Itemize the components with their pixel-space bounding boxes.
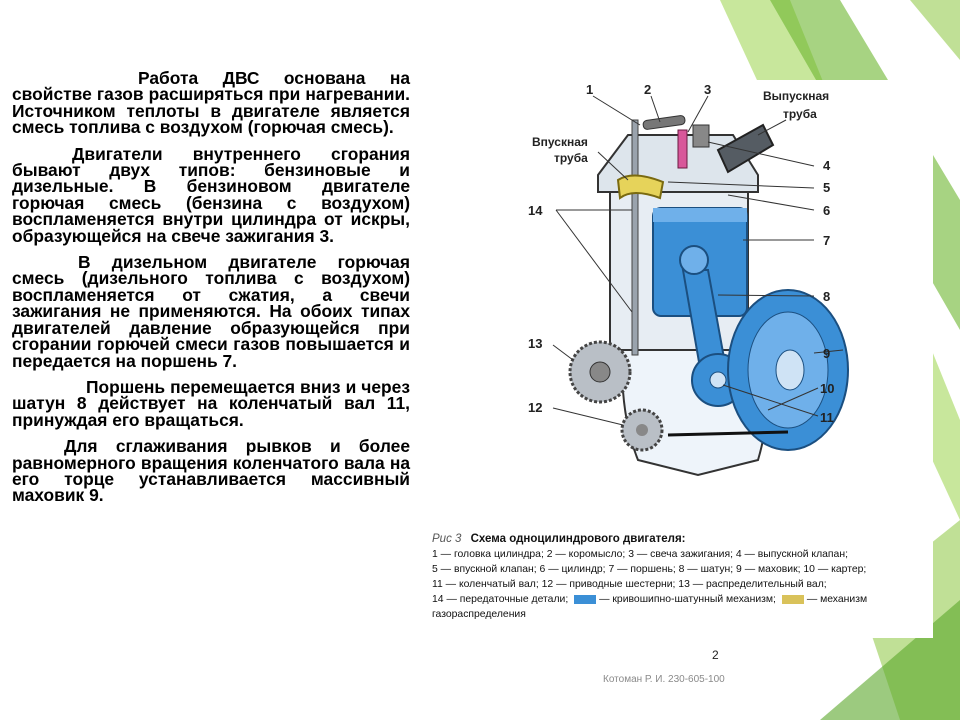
caption-line-4: 14 — передаточные детали; — кривошипно-ш… — [432, 594, 868, 605]
label-14: 14 — [528, 203, 543, 218]
exhaust-valve — [692, 124, 710, 148]
label-exhaust-1: Выпускная — [763, 89, 829, 103]
paragraph-2: Двигатели внутреннего сгорания бывают дв… — [12, 143, 410, 246]
label-12: 12 — [528, 400, 542, 415]
blue-legend-swatch — [574, 594, 597, 604]
label-3: 3 — [704, 82, 711, 97]
caption-title: Схема одноцилиндрового двигателя: — [470, 533, 686, 545]
paragraph-1: Работа ДВС основана на свойстве газов ра… — [12, 68, 410, 138]
rocker-arm — [642, 115, 686, 130]
label-13: 13 — [528, 336, 542, 351]
label-2: 2 — [644, 82, 651, 97]
label-6: 6 — [823, 203, 830, 218]
exhaust-pipe — [716, 123, 775, 174]
engine-diagram: 1 2 3 Впускная труба Выпускная труба 4 5… — [428, 80, 933, 638]
label-9: 9 — [823, 346, 830, 361]
spark-plug — [677, 129, 688, 169]
label-intake-1: Впускная — [532, 135, 588, 149]
label-8: 8 — [823, 289, 830, 304]
label-exhaust-2: труба — [783, 107, 817, 121]
figure-caption: Рис 3 Схема одноцилиндрового двигателя: … — [432, 532, 932, 622]
label-intake-2: труба — [554, 151, 588, 165]
caption-prefix: Рис 3 — [432, 533, 462, 545]
intake-pipe — [616, 174, 665, 200]
yellow-legend-swatch — [781, 594, 804, 604]
label-11: 11 — [820, 410, 834, 425]
label-7: 7 — [823, 233, 830, 248]
page-number: 2 — [712, 648, 719, 662]
caption-line-5: газораспределения — [432, 609, 526, 620]
label-10: 10 — [820, 381, 834, 396]
caption-line-3: 11 — коленчатый вал; 12 — приводные шест… — [432, 579, 827, 590]
caption-line-2: 5 — впускной клапан; 6 — цилиндр; 7 — по… — [432, 564, 867, 575]
pushrod — [631, 119, 639, 356]
label-1: 1 — [586, 82, 593, 97]
body-text: Работа ДВС основана на свойстве газов ра… — [12, 68, 410, 514]
label-5: 5 — [823, 180, 830, 195]
paragraph-4: Поршень перемещается вниз и через шатун … — [12, 376, 410, 430]
paragraph-3: В дизельном двигателе горючая смесь (диз… — [12, 252, 410, 371]
caption-line-1: 1 — головка цилиндра; 2 — коромысло; 3 —… — [432, 549, 848, 560]
label-4: 4 — [823, 158, 831, 173]
paragraph-5: Для сглаживания рывков и более равномерн… — [12, 436, 410, 506]
footer-author: Котоман Р. И. 230-605-100 — [603, 674, 725, 685]
